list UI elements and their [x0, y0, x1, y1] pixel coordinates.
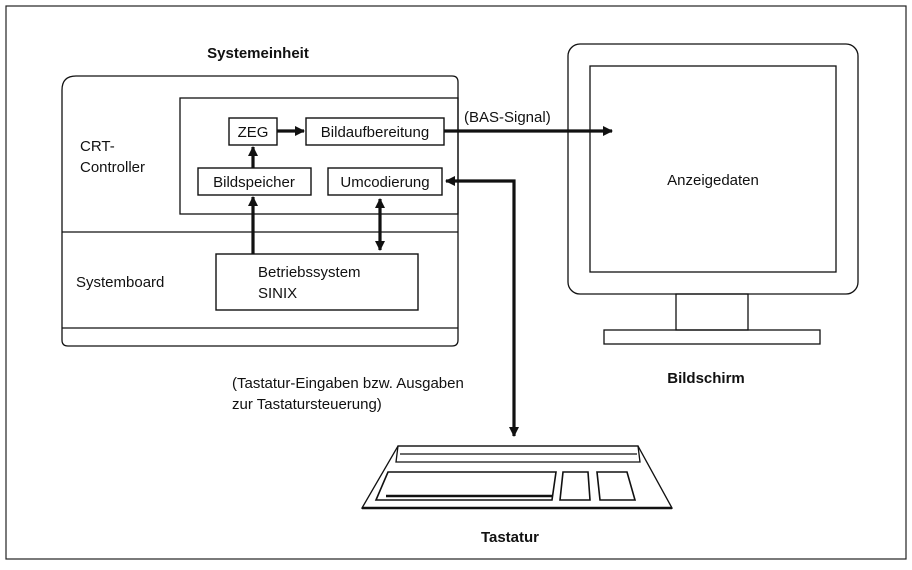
zeg-box	[228, 117, 278, 146]
bas-signal-label: (BAS-Signal)	[464, 109, 551, 126]
bildspeicher-label: Bildspeicher	[213, 174, 295, 191]
monitor-screen	[589, 65, 837, 273]
monitor-housing	[567, 43, 859, 295]
figure-frame	[5, 5, 907, 560]
keyboard-cursor-keys	[559, 471, 591, 501]
keyboard-io-label-line1: (Tastatur-Eingaben bzw. Ausgaben	[232, 375, 464, 392]
bildaufbereitung-label: Bildaufbereitung	[321, 124, 429, 141]
zeg-label: ZEG	[238, 124, 269, 141]
monitor-neck	[675, 293, 749, 331]
betriebssystem-label-line2: SINIX	[258, 285, 297, 302]
crt-controller-label-line2: Controller	[80, 159, 145, 176]
keyboard-main-keys	[374, 471, 557, 501]
keyboard-top-ridge	[395, 445, 641, 463]
systemboard-label: Systemboard	[76, 274, 164, 291]
keyboard-illustration	[360, 445, 674, 510]
betriebssystem-box	[215, 253, 419, 311]
umcodierung-label: Umcodierung	[340, 174, 429, 191]
display-label: Anzeigedaten	[667, 172, 759, 189]
keyboard-title: Tastatur	[481, 529, 539, 546]
system-unit-title: Systemeinheit	[207, 45, 309, 62]
crt-controller-board	[179, 97, 459, 215]
betriebssystem-label-line1: Betriebssystem	[258, 264, 361, 281]
crt-controller-label-line1: CRT-	[80, 138, 115, 155]
umcodierung-box	[327, 167, 443, 196]
bildspeicher-box	[197, 167, 312, 196]
screen-title: Bildschirm	[667, 370, 745, 387]
arrow-keyboard-io	[444, 175, 520, 438]
keyboard-io-label-line2: zur Tastatursteuerung)	[232, 396, 382, 413]
keyboard-numpad-keys	[596, 471, 637, 501]
monitor-base	[603, 329, 821, 345]
bildaufbereitung-box	[305, 117, 445, 146]
